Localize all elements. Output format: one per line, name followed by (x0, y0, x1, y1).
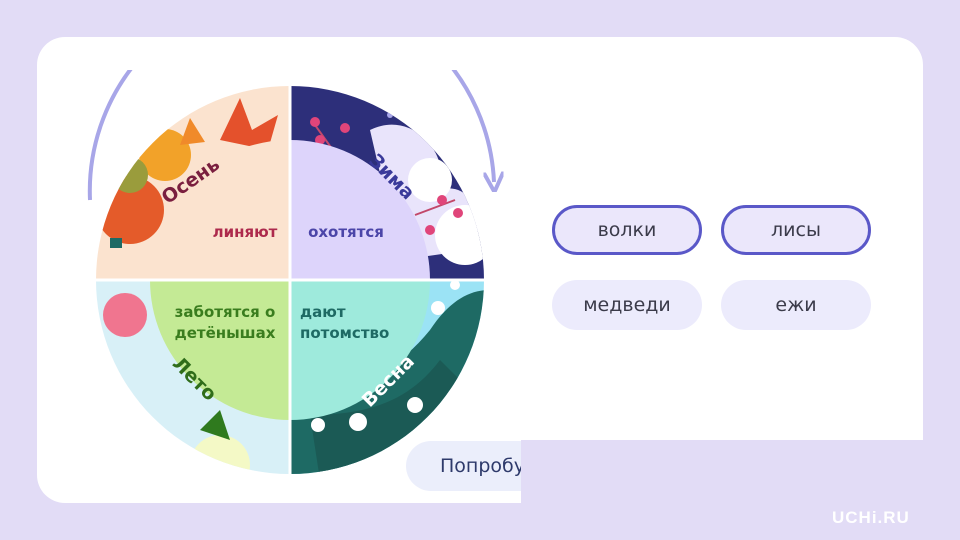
card-cutout (521, 440, 923, 503)
option-wolves-button[interactable]: волки (552, 205, 702, 255)
autumn-inner (150, 140, 290, 280)
uchi-logo: UCHi.RU (832, 508, 910, 527)
hint-button[interactable]: Попробуй (406, 441, 521, 491)
summer-flower (103, 293, 147, 337)
winter-action-label: охотятся (308, 223, 384, 241)
autumn-action-label: линяют (212, 223, 278, 241)
cycle-arrow-icon (87, 70, 494, 201)
winter-inner (290, 140, 430, 280)
summer-action-label: заботятся о детёнышах (174, 303, 276, 342)
spring-inner (290, 280, 430, 420)
hint-label: Попробуй (440, 455, 521, 477)
option-foxes-button[interactable]: лисы (721, 205, 871, 255)
option-hedgehogs-button[interactable]: ежи (721, 280, 871, 330)
spring-action-label: дают потомство (300, 303, 390, 342)
seasons-wheel (87, 70, 510, 480)
summer-inner (150, 280, 290, 420)
autumn-leaf (220, 98, 278, 150)
option-bears-button[interactable]: медведи (552, 280, 702, 330)
